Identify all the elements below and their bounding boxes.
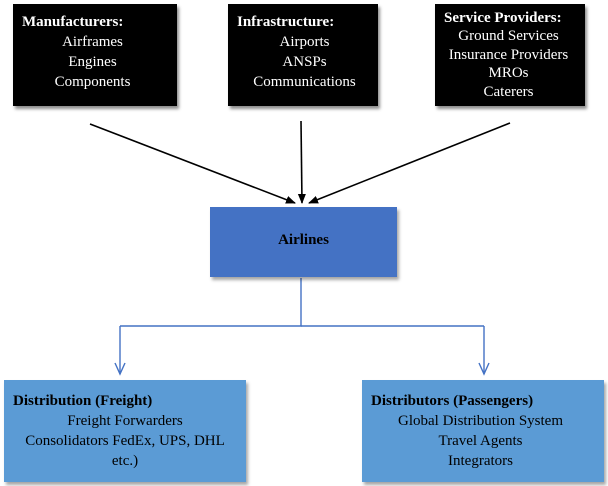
infrastructure-title: Infrastructure (237, 14, 330, 30)
service-providers-item: Insurance Providers (448, 46, 569, 63)
service-providers-item: MROs (488, 65, 529, 81)
distributors-passengers-item: Global Distribution System (398, 413, 563, 429)
infrastructure-item: Communications (253, 74, 356, 90)
manufacturers-title: Manufacturers (22, 14, 119, 30)
manufacturers-item: Airframes (62, 34, 123, 50)
distributors-passengers-item: Travel Agents (438, 433, 523, 449)
infrastructure-box: Infrastructure: Airports ANSPs Communica… (228, 4, 378, 106)
distributors-passengers-box: Distributors (Passengers) Global Distrib… (362, 380, 604, 482)
arrow-service-providers-to-airlines (308, 122, 511, 204)
service-providers-title: Service Providers (444, 10, 557, 26)
distribution-freight-item: Consolidators FedEx, UPS, DHL (25, 433, 225, 449)
service-providers-item: Ground Services (458, 28, 559, 44)
distribution-freight-box: Distribution (Freight) Freight Forwarder… (4, 380, 246, 482)
service-providers-box: Service Providers: Ground Services Insur… (435, 4, 585, 106)
arrow-manufacturers-to-airlines (89, 123, 296, 204)
airlines-title: Airlines (278, 231, 329, 248)
distribution-freight-title: Distribution (Freight) (13, 393, 153, 409)
manufacturers-item: Components (54, 74, 131, 90)
arrowhead-passengers (478, 362, 490, 376)
distributors-passengers-item: Integrators (448, 453, 513, 469)
connector-airlines-to-distributors (120, 278, 302, 327)
arrowhead-freight (114, 362, 126, 376)
arrow-infrastructure-to-airlines (297, 120, 306, 204)
service-providers-item: Caterers (483, 83, 534, 100)
manufacturers-box: Manufacturers: Airframes Engines Compone… (13, 4, 177, 106)
infrastructure-item: Airports (279, 34, 330, 50)
infrastructure-item: ANSPs (282, 54, 327, 70)
manufacturers-item: Engines (68, 54, 117, 70)
distribution-freight-item: Freight Forwarders (67, 413, 183, 429)
distributors-passengers-title: Distributors (Passengers) (371, 393, 534, 409)
airlines-box: Airlines (210, 207, 397, 277)
distribution-freight-item: etc.) (111, 453, 139, 469)
